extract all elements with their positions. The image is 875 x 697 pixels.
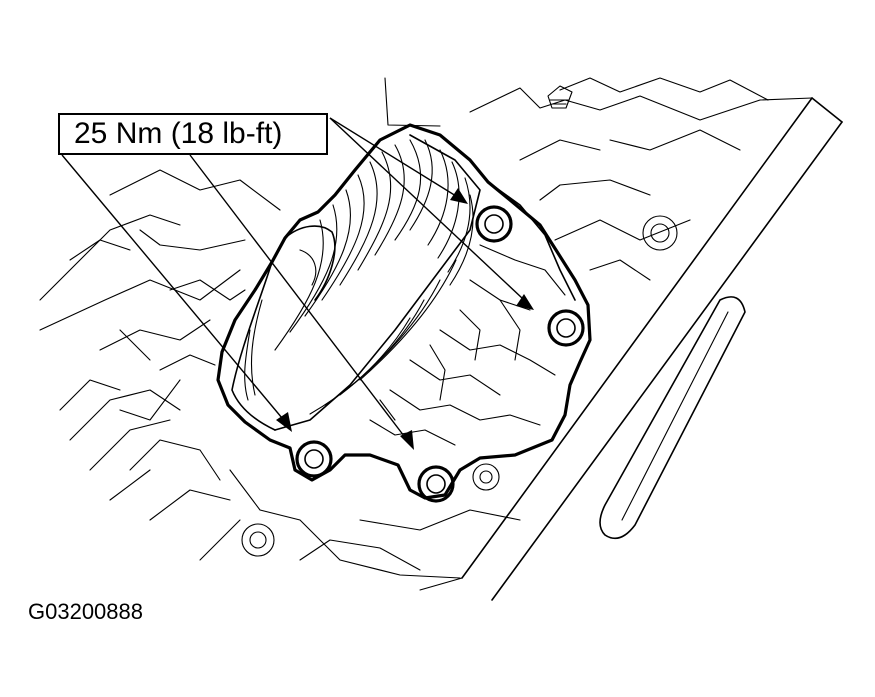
torque-callout-label: 25 Nm (18 lb-ft) — [58, 113, 328, 155]
arrow-icon — [400, 430, 414, 450]
housing-background — [39, 77, 843, 601]
leader-lines — [61, 117, 523, 437]
bolt-icon — [547, 309, 585, 347]
arrow-icon — [516, 294, 534, 310]
arrow-icon — [450, 188, 468, 204]
bolt-icon — [295, 440, 333, 478]
cover-body — [216, 123, 592, 500]
bolt-icon — [475, 205, 513, 243]
bolt-icon — [417, 465, 455, 503]
figure-id: G03200888 — [28, 599, 143, 624]
arrow-icon — [276, 412, 292, 432]
